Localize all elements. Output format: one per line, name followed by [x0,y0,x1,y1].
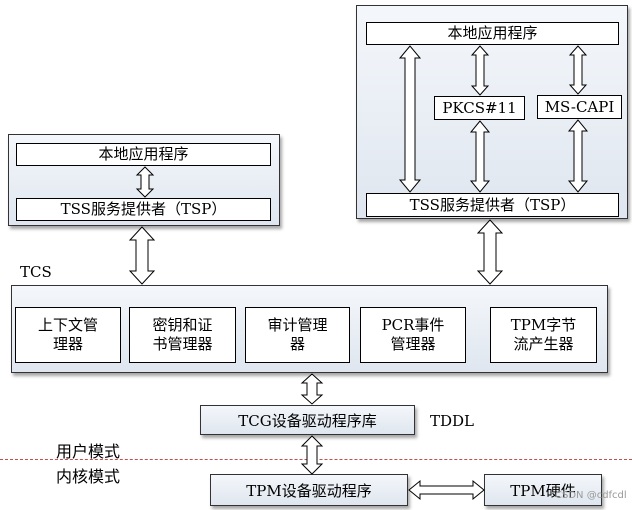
kernel-mode-label: 内核模式 [56,467,121,486]
arrow-driver-hardware [408,479,485,501]
tpm-driver-box: TPM设备驱动程序 [210,474,408,506]
arrow-left-app-tsp [135,166,155,198]
tcs-module-audit-manager: 审计管理 器 [245,307,350,363]
arrow-left-tsp-tcs [128,226,156,285]
arrow-tddl-driver [300,435,324,475]
pkcs11-box: PKCS#11 [434,96,525,120]
arrow-app-pkcs [470,45,490,96]
tcs-module-pcr-event-manager: PCR事件 管理器 [360,307,466,363]
tddl-side-label: TDDL [430,412,475,430]
tddl-box: TCG设备驱动程序库 [200,405,415,435]
tcs-module-line: 书管理器 [152,335,213,353]
arrow-right-tsp-tcs [476,219,504,285]
tcs-module-key-cert-manager: 密钥和证 书管理器 [129,307,236,363]
tcs-module-line: PCR事件 [381,316,445,335]
tcs-label: TCS [20,263,52,281]
left-local-app-box: 本地应用程序 [16,143,271,166]
tcs-module-line: 审计管理 [267,316,328,335]
arrow-pkcs-tsp [469,120,491,193]
tcs-module-line: 管理器 [390,335,436,353]
tcs-module-line: 上下文管 [37,316,98,335]
tpm-hardware-box: TPM硬件 [484,474,602,506]
arrow-mscapi-tsp [567,119,589,193]
tcs-module-line: 理器 [52,335,83,353]
tcs-module-line: 器 [289,335,305,353]
tcs-module-line: 流产生器 [513,335,574,353]
right-local-app-box: 本地应用程序 [366,22,619,45]
tcs-module-line: 密钥和证 [152,316,213,335]
user-mode-label: 用户模式 [56,442,121,461]
arrow-right-app-tsp [398,45,422,193]
arrow-tcs-tddl [300,373,324,405]
tpm-hardware-label: TPM硬件 [510,481,576,500]
tcs-module-context-manager: 上下文管 理器 [15,307,121,363]
arrow-app-mscapi [568,45,588,95]
tddl-box-label: TCG设备驱动程序库 [238,411,377,430]
tcs-module-line: TPM字节 [510,316,577,335]
left-tsp-box: TSS服务提供者（TSP） [16,198,271,221]
tcs-module-tpm-byte-stream-generator: TPM字节 流产生器 [490,307,597,363]
right-tsp-box: TSS服务提供者（TSP） [366,193,619,217]
watermark: CSDN @cdfcdl [555,490,627,501]
ms-capi-box: MS-CAPI [537,95,622,119]
tpm-driver-label: TPM设备驱动程序 [246,481,372,500]
